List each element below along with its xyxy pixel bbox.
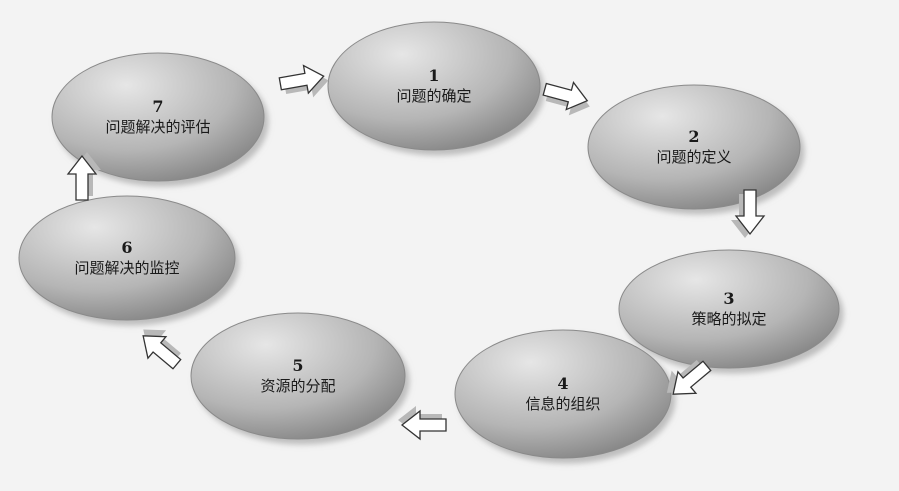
step-number: 7 xyxy=(152,97,164,116)
flow-arrow-icon xyxy=(142,329,182,370)
step-text: 信息的组织 xyxy=(525,395,601,413)
step-text: 问题解决的评估 xyxy=(105,118,211,136)
step-7-ellipse xyxy=(51,52,265,182)
flow-arrow-icon xyxy=(398,406,447,441)
step-number: 6 xyxy=(121,238,133,257)
step-2-label: 2 问题的定义 xyxy=(656,127,731,167)
step-6-ellipse xyxy=(18,195,236,321)
step-5-label: 5 资源的分配 xyxy=(260,356,335,396)
flow-arrow-icon xyxy=(278,64,329,98)
step-5-ellipse xyxy=(190,312,406,440)
step-2-ellipse xyxy=(587,84,801,210)
step-3-label: 3 策略的拟定 xyxy=(691,289,766,329)
step-text: 资源的分配 xyxy=(260,377,336,395)
step-number: 5 xyxy=(292,356,304,375)
flow-arrow-icon xyxy=(66,152,101,201)
step-text: 问题的确定 xyxy=(396,87,472,105)
step-4-ellipse xyxy=(454,329,672,459)
step-text: 问题解决的监控 xyxy=(74,259,180,277)
step-text: 问题的定义 xyxy=(656,148,732,166)
step-number: 4 xyxy=(557,374,569,393)
step-1-label: 1 问题的确定 xyxy=(396,66,471,106)
flow-arrow-icon xyxy=(542,81,590,116)
flow-arrow-icon xyxy=(666,360,712,395)
step-1-ellipse xyxy=(327,21,541,151)
step-7-label: 7 问题解决的评估 xyxy=(105,97,210,137)
flow-arrow-icon xyxy=(731,189,766,238)
step-3-ellipse xyxy=(618,249,840,369)
step-number: 3 xyxy=(723,289,735,308)
step-6-label: 6 问题解决的监控 xyxy=(74,238,179,278)
step-number: 2 xyxy=(688,127,700,146)
step-number: 1 xyxy=(428,66,440,85)
step-text: 策略的拟定 xyxy=(691,310,767,328)
step-4-label: 4 信息的组织 xyxy=(525,374,600,414)
